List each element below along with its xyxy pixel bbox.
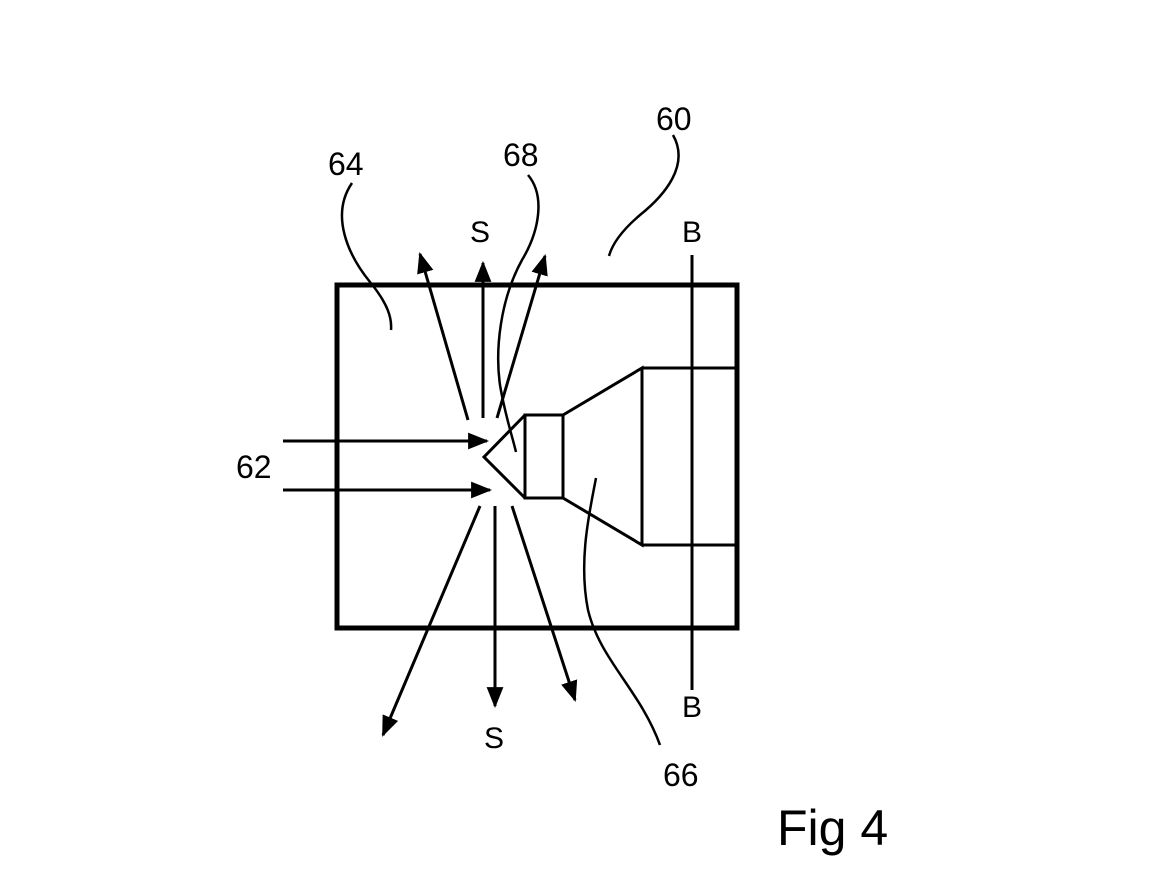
label-device-60: 60 xyxy=(656,101,692,137)
label-scatter-bottom: S xyxy=(484,722,504,755)
scatter-arrow-up-right xyxy=(495,253,548,419)
figure-caption: Fig 4 xyxy=(777,800,888,856)
label-scatter-top: S xyxy=(470,216,490,249)
label-tip-68: 68 xyxy=(503,137,539,173)
leader-line-60 xyxy=(607,134,680,257)
label-beam-62: 62 xyxy=(236,449,272,485)
leader-line-68 xyxy=(496,174,540,453)
label-section-bottom: B xyxy=(682,691,702,724)
leader-line-66 xyxy=(582,477,662,746)
leader-line-64 xyxy=(340,182,393,331)
component-body xyxy=(481,365,737,548)
component-taper xyxy=(562,365,644,548)
label-region-64: 64 xyxy=(328,146,364,182)
label-component-66: 66 xyxy=(663,757,699,793)
component-collar xyxy=(523,413,565,500)
scatter-arrow-down-right xyxy=(510,505,578,702)
scatter-arrow-up-left xyxy=(417,251,470,421)
component-tip xyxy=(481,413,527,500)
label-section-top: B xyxy=(682,216,702,249)
housing-box xyxy=(334,282,740,631)
scatter-arrow-down-left xyxy=(381,505,482,737)
